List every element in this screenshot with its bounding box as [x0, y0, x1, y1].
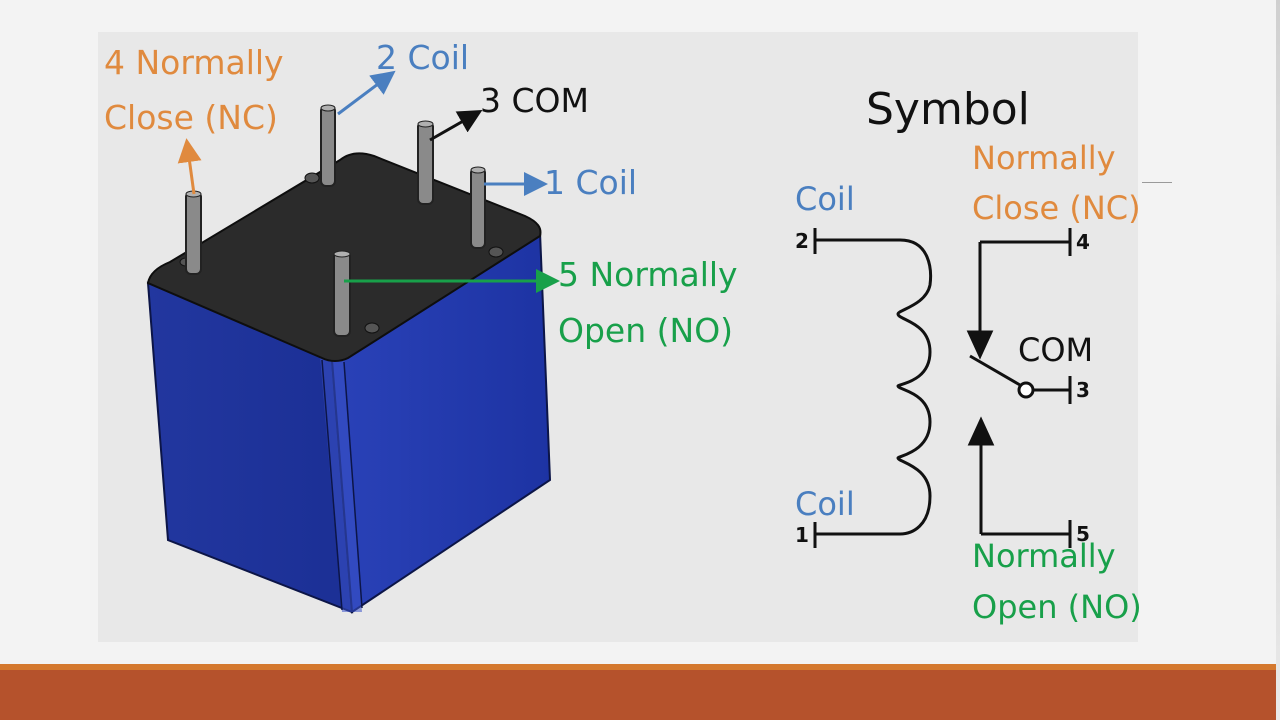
- symbol-pin-5: 5: [1076, 522, 1090, 546]
- coil2-arrow: [337, 70, 396, 116]
- relay-body: [146, 152, 552, 614]
- pin-4: [185, 190, 202, 275]
- symbol-nc-line1: Normally: [972, 139, 1116, 177]
- symbol-com-label: COM: [1018, 331, 1094, 369]
- nc-label-line2: Close (NC): [104, 98, 278, 137]
- coil2-label: 2 Coil: [376, 38, 470, 77]
- window-edge-strip: [1276, 0, 1280, 720]
- symbol-no-line1: Normally: [972, 537, 1116, 575]
- no-label-line2: Open (NO): [558, 311, 734, 350]
- no-label-line1: 5 Normally: [558, 255, 738, 294]
- symbol-coil-top-label: Coil: [795, 180, 855, 218]
- pin-2: [320, 104, 336, 187]
- pin-5: [333, 250, 351, 337]
- switch-symbol: [966, 228, 1072, 548]
- symbol-pin-4: 4: [1076, 230, 1090, 254]
- coil1-label: 1 Coil: [544, 163, 638, 202]
- symbol-nc-line2: Close (NC): [972, 189, 1141, 227]
- com3-label: 3 COM: [480, 81, 589, 120]
- com-arrow: [429, 110, 483, 142]
- symbol-title: Symbol: [866, 84, 1030, 135]
- panel-edge-tick: [1142, 182, 1172, 183]
- symbol-no-line2: Open (NO): [972, 588, 1142, 626]
- symbol-pin-3: 3: [1076, 378, 1090, 402]
- pin-1: [470, 166, 486, 249]
- footer-accent-line: [0, 664, 1276, 670]
- symbol-coil-bottom-label: Coil: [795, 485, 855, 523]
- symbol-pin-2: 2: [795, 229, 809, 253]
- symbol-pin-1: 1: [795, 523, 809, 547]
- nc-arrow: [177, 138, 202, 195]
- relay-pins: [185, 104, 486, 337]
- coil-symbol: [813, 228, 932, 548]
- footer-bar: [0, 670, 1276, 720]
- pin-3: [417, 120, 434, 205]
- nc-label-line1: 4 Normally: [104, 43, 284, 82]
